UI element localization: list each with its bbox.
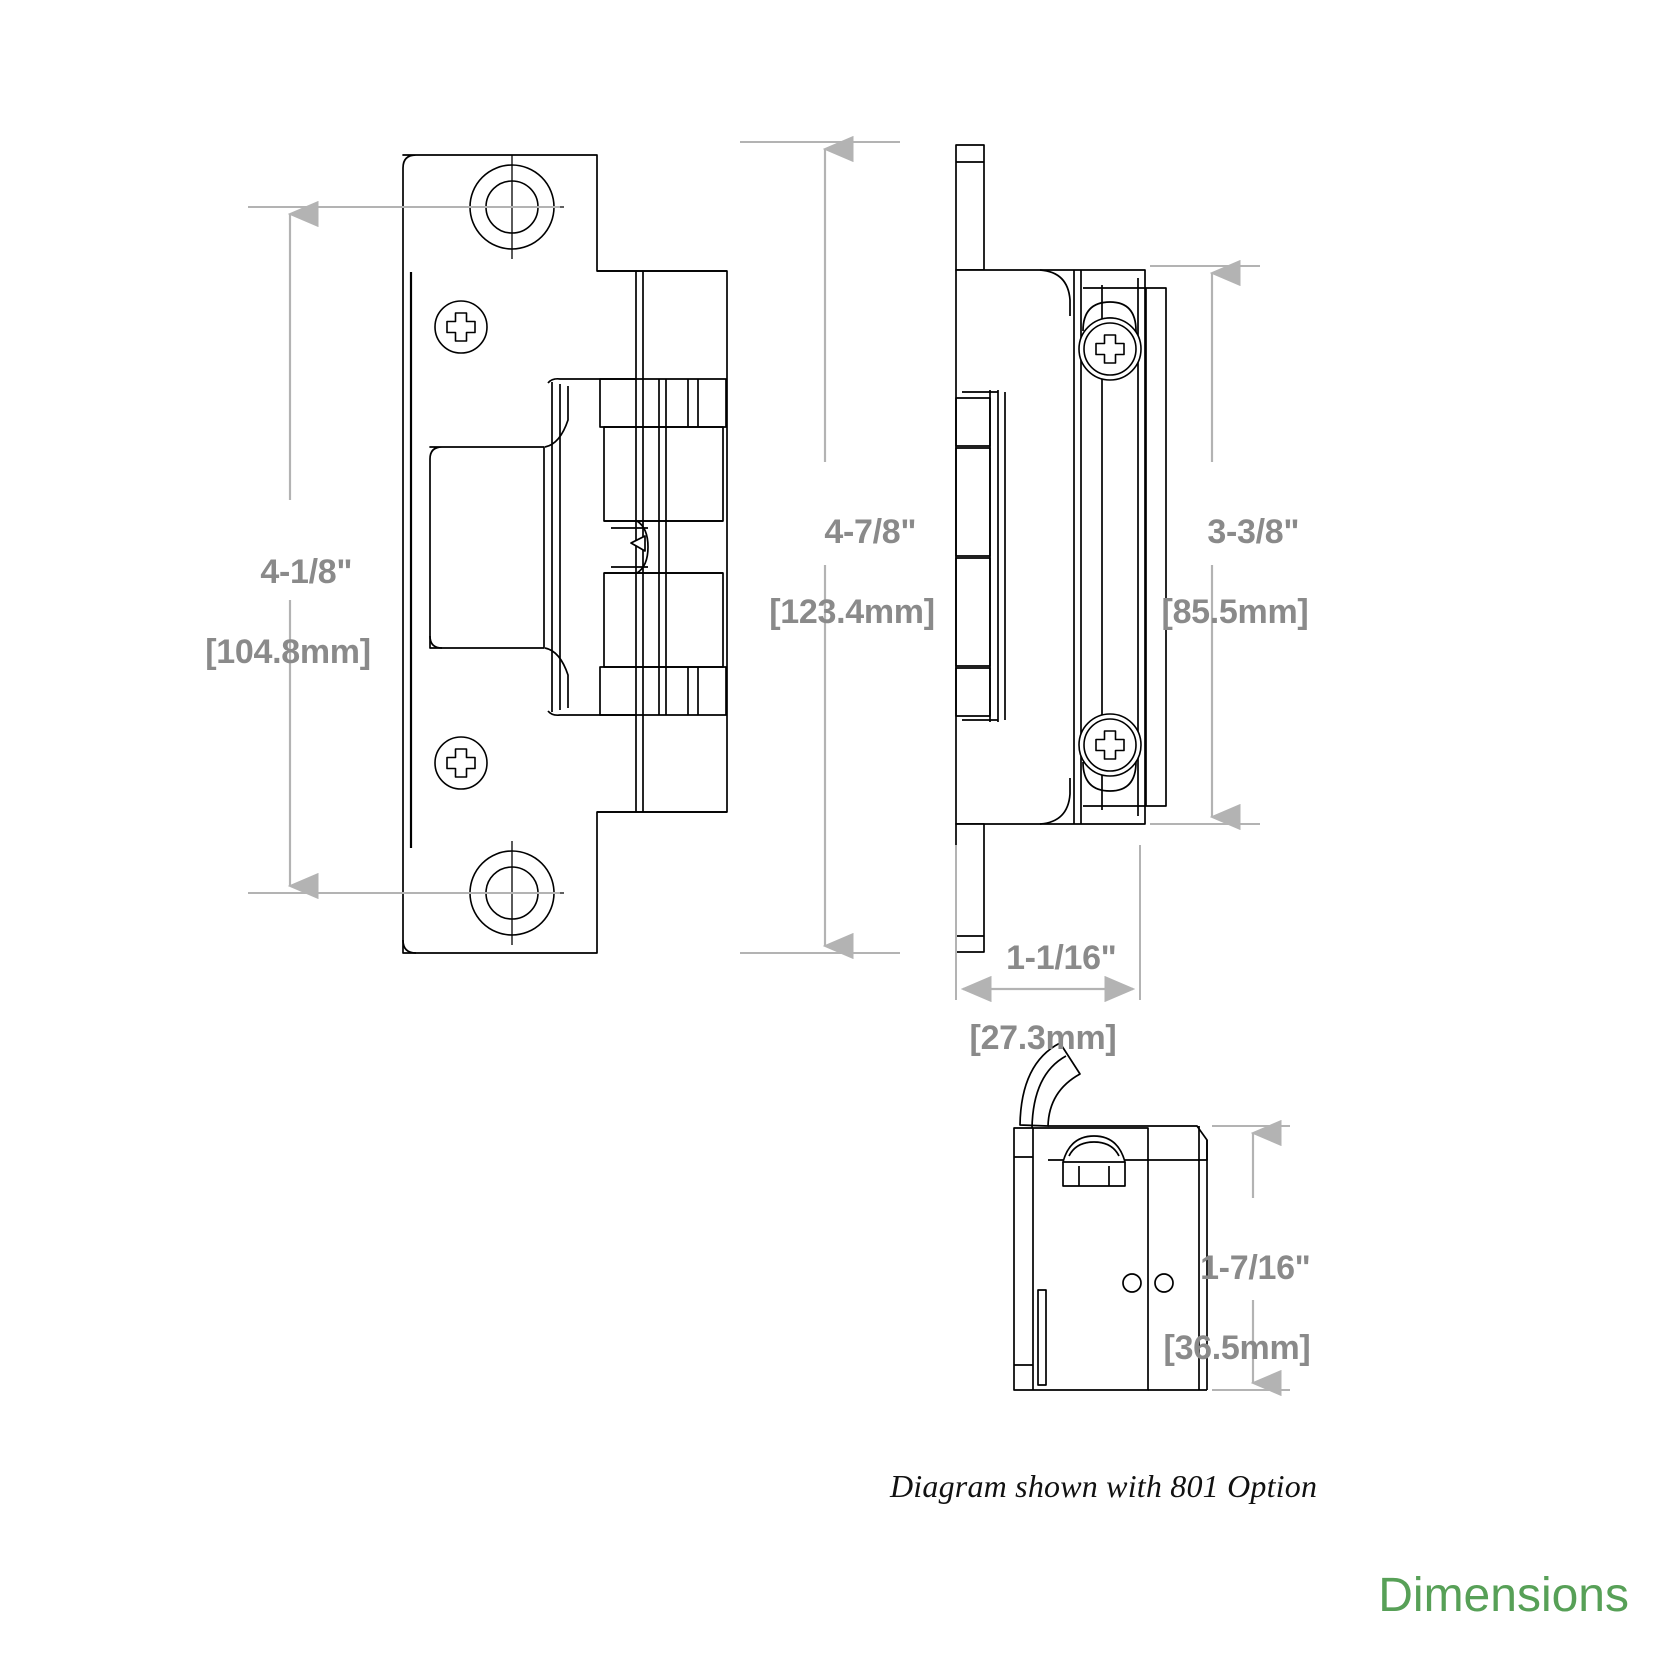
dimension-metric: [27.3mm]	[969, 1019, 1117, 1057]
section-solenoid-cap	[1062, 1135, 1126, 1187]
dimension-imperial: 3-3/8"	[1207, 513, 1300, 551]
dimension-label-4-1-8: 4-1/8" [104.8mm]	[178, 512, 398, 752]
sideview-upper-phillips-screw	[1083, 322, 1137, 376]
front-view	[402, 154, 728, 954]
faceplate-outline	[402, 154, 728, 954]
section-title: Dimensions	[1378, 1569, 1629, 1622]
sideview-shoulder-top	[1039, 269, 1071, 316]
sideview-keeper-tabs	[955, 390, 1006, 722]
keeper-top-cap	[547, 377, 636, 384]
dimension-imperial: 4-1/8"	[260, 553, 353, 591]
side-view	[955, 144, 1167, 953]
dimension-imperial: 4-7/8"	[824, 513, 917, 551]
faceplate-corner-bottom-left	[402, 939, 417, 954]
section-curved-lip	[1019, 1042, 1081, 1127]
lower-phillips-screw	[434, 736, 488, 790]
sideview-step	[1083, 287, 1167, 807]
keeper-pocket-corner	[429, 635, 443, 649]
dimension-imperial: 1-1/16"	[1006, 939, 1117, 977]
section-view	[1013, 1042, 1208, 1391]
diagram-caption: Diagram shown with 801 Option	[890, 1468, 1318, 1504]
section-wire-hole-right	[1154, 1273, 1174, 1293]
dimension-label-4-7-8: 4-7/8" [123.4mm]	[742, 472, 962, 712]
dimension-label-1-7-16: 1-7/16" [36.5mm]	[1122, 1208, 1352, 1448]
keeper-bottom-cap	[547, 710, 636, 717]
dimension-metric: [85.5mm]	[1161, 593, 1309, 631]
dimension-metric: [36.5mm]	[1163, 1329, 1311, 1367]
dimension-imperial: 1-7/16"	[1200, 1249, 1311, 1287]
keeper-pocket	[429, 446, 545, 649]
dimension-label-3-3-8: 3-3/8" [85.5mm]	[1125, 472, 1345, 712]
dimension-metric: [123.4mm]	[769, 593, 935, 631]
sideview-shoulder-bottom	[1039, 778, 1071, 825]
section-wire-hole-left	[1122, 1273, 1142, 1293]
dimension-lines	[248, 135, 1290, 1397]
upper-phillips-screw	[434, 300, 488, 354]
sideview-lower-phillips-screw	[1083, 718, 1137, 772]
sideview-faceplate-fin	[955, 144, 985, 271]
section-recess	[1037, 1289, 1047, 1386]
dimension-metric: [104.8mm]	[205, 633, 371, 671]
dimension-label-1-1-16: 1-1/16" [27.3mm]	[928, 898, 1158, 1138]
latch-mechanism	[599, 378, 727, 716]
